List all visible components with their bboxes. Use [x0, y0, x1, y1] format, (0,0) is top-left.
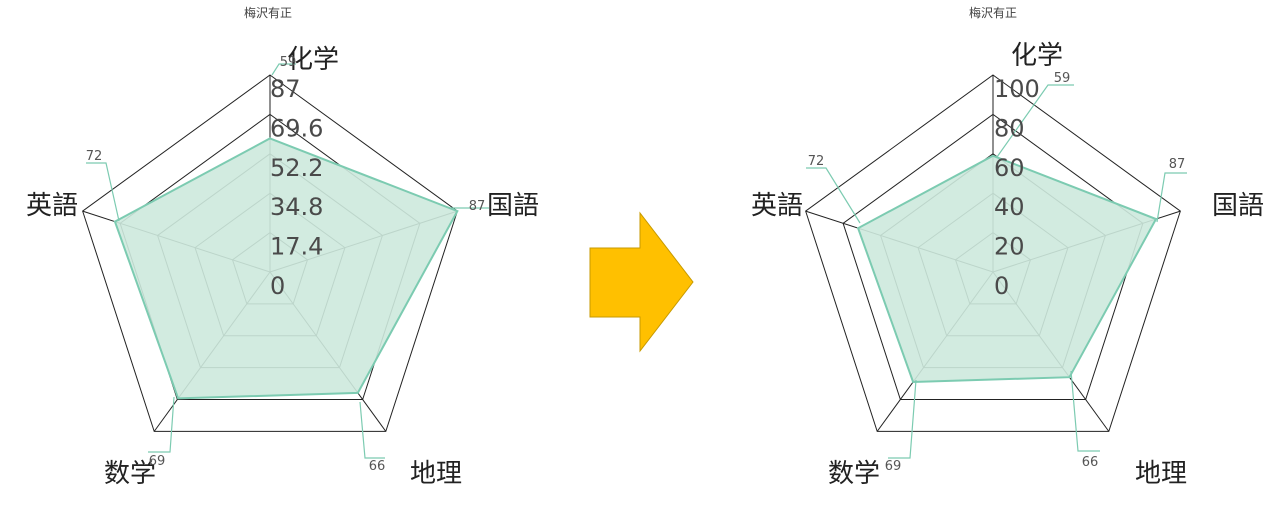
- category-label: 国語: [1212, 191, 1264, 221]
- grid-ring: [805, 74, 1181, 432]
- data-label: 87: [469, 199, 486, 214]
- series-area: [113, 137, 459, 400]
- chart-title: 梅沢有正: [244, 5, 292, 20]
- data-label: 66: [369, 459, 386, 474]
- data-label-leader: [888, 379, 917, 459]
- radial-tick-label: 60: [994, 154, 1025, 182]
- right-arrow-icon: [589, 211, 694, 353]
- data-label: 59: [1054, 71, 1071, 86]
- data-label-leader: [86, 162, 120, 222]
- data-label: 72: [86, 149, 103, 164]
- radial-tick-label: 0: [270, 272, 285, 300]
- chart-title: 梅沢有正: [969, 5, 1017, 20]
- data-label-leader: [996, 84, 1074, 158]
- radial-tick-label: 69.6: [270, 114, 323, 142]
- data-label: 87: [1169, 157, 1186, 172]
- radial-tick-label: 17.4: [270, 233, 323, 261]
- data-label-leader: [1156, 172, 1187, 223]
- category-label: 地理: [410, 459, 462, 489]
- category-label: 地理: [1135, 459, 1187, 489]
- radial-tick-label: 87: [270, 75, 301, 103]
- data-label: 59: [280, 55, 297, 70]
- series-area: [856, 154, 1158, 383]
- category-label: 英語: [26, 191, 78, 221]
- category-label: 化学: [1011, 41, 1063, 71]
- radial-tick-label: 40: [994, 193, 1025, 221]
- category-label: 数学: [104, 459, 156, 489]
- data-label: 69: [149, 454, 166, 469]
- data-label-leader: [806, 167, 861, 224]
- category-label: 英語: [751, 191, 803, 221]
- grid-ring: [82, 74, 458, 432]
- data-label-leader: [271, 63, 296, 76]
- radial-tick-label: 20: [994, 233, 1025, 261]
- data-label-leader: [1070, 370, 1100, 452]
- radial-tick-label: 34.8: [270, 193, 323, 221]
- radial-tick-label: 100: [994, 75, 1040, 103]
- radial-tick-label: 80: [994, 114, 1025, 142]
- data-label: 72: [808, 154, 825, 169]
- category-label: 国語: [487, 191, 539, 221]
- category-label: 数学: [828, 459, 880, 489]
- data-label: 69: [885, 459, 902, 474]
- data-label: 66: [1082, 455, 1099, 470]
- radial-tick-label: 0: [994, 272, 1009, 300]
- data-label-leader: [359, 401, 385, 459]
- category-label: 化学: [287, 45, 339, 75]
- radial-tick-label: 52.2: [270, 154, 323, 182]
- data-label-leader: [148, 396, 175, 453]
